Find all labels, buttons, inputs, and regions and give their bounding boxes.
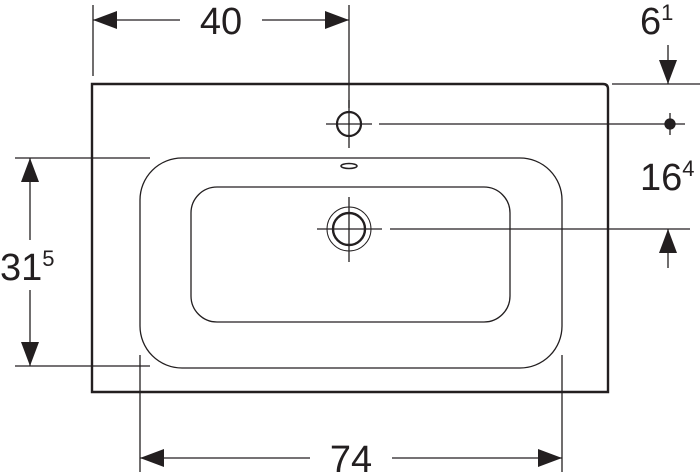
dimension-31-5 (15, 157, 150, 367)
dimension-40 (92, 5, 350, 108)
dimension-16-4-label: 164 (640, 156, 695, 199)
dimension-40-label: 40 (200, 1, 242, 43)
basin-rim (139, 157, 563, 369)
dimension-74-label: 74 (330, 439, 372, 474)
basin-outline (90, 82, 610, 394)
dimension-6-1 (612, 45, 700, 85)
dimension-6-1-label: 61 (640, 0, 673, 43)
dimension-74 (139, 355, 563, 472)
overflow-slot (340, 162, 358, 170)
tap-hole (326, 100, 685, 148)
bowl (190, 186, 511, 323)
dimension-31-5-label: 315 (0, 246, 55, 289)
drain (317, 197, 690, 262)
